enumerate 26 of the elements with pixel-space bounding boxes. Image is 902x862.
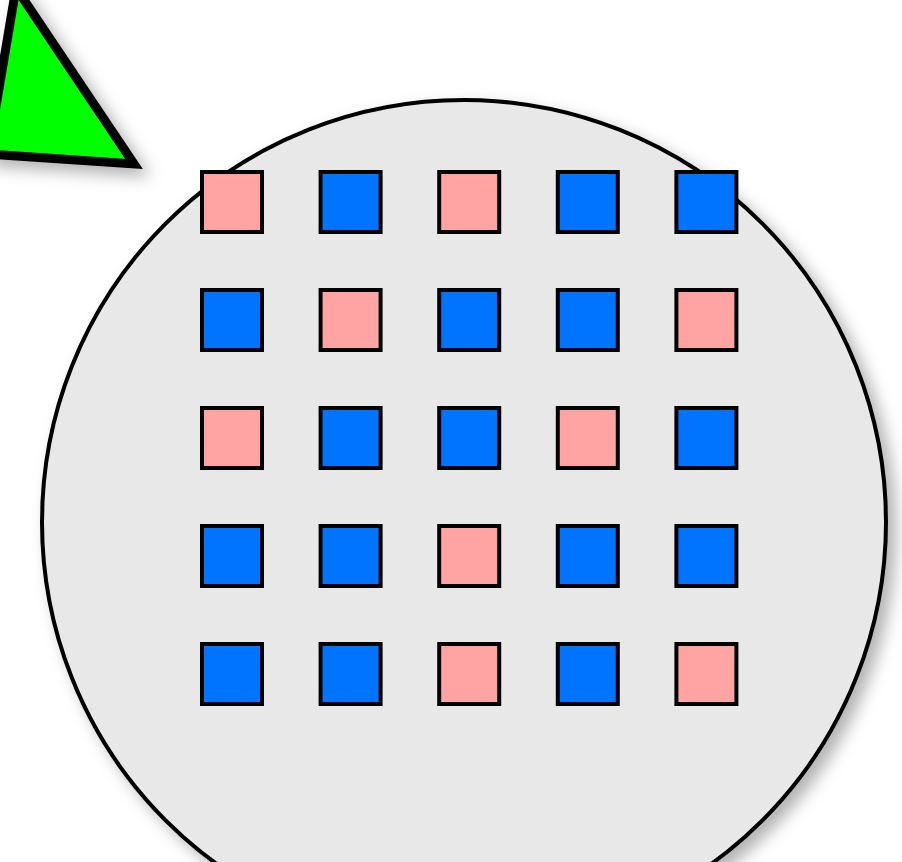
square-marker xyxy=(318,406,383,470)
square-marker xyxy=(674,406,739,470)
square-marker xyxy=(674,288,739,352)
square-marker xyxy=(200,288,264,352)
square-marker xyxy=(437,406,502,470)
square-marker xyxy=(555,288,620,352)
square-marker xyxy=(318,642,383,706)
square-marker xyxy=(437,170,502,234)
square-marker xyxy=(200,524,264,588)
square-marker xyxy=(555,642,620,706)
square-marker xyxy=(437,642,502,706)
square-marker xyxy=(555,406,620,470)
square-marker xyxy=(200,642,264,706)
square-marker xyxy=(437,524,502,588)
square-marker xyxy=(674,170,739,234)
square-marker xyxy=(674,524,739,588)
triangle-shape xyxy=(0,0,143,170)
square-marker xyxy=(200,170,264,234)
square-marker xyxy=(200,406,264,470)
square-marker xyxy=(318,524,383,588)
square-marker xyxy=(437,288,502,352)
square-marker xyxy=(555,170,620,234)
square-marker xyxy=(555,524,620,588)
square-marker xyxy=(318,170,383,234)
square-marker xyxy=(318,288,383,352)
square-marker xyxy=(674,642,739,706)
